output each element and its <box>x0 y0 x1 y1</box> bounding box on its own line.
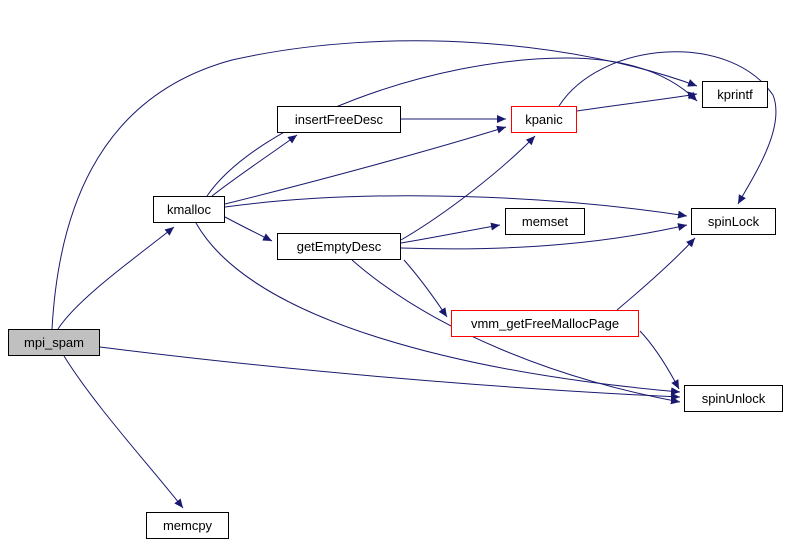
edge-getEmptyDesc-to-spinUnlock <box>351 259 681 405</box>
node-getEmptyDesc[interactable]: getEmptyDesc <box>277 233 401 260</box>
node-kprintf[interactable]: kprintf <box>702 81 768 108</box>
edge-kmalloc-to-insertFreeDesc <box>211 134 298 197</box>
edge-kmalloc-to-kprintf <box>206 57 698 197</box>
edge-getEmptyDesc-to-kpanic <box>400 135 536 241</box>
edge-getEmptyDesc-to-vmm_getFreeMallocPage <box>403 259 448 318</box>
node-spinUnlock[interactable]: spinUnlock <box>684 385 783 412</box>
edge-kpanic-to-kprintf <box>576 91 698 112</box>
node-vmm_getFreeMallocPage[interactable]: vmm_getFreeMallocPage <box>451 310 639 337</box>
edge-kmalloc-to-getEmptyDesc <box>224 216 273 242</box>
node-memcpy[interactable]: memcpy <box>146 512 229 539</box>
edge-vmm_getFreeMallocPage-to-spinUnlock <box>639 330 680 390</box>
edge-kmalloc-to-spinLock <box>224 195 688 219</box>
edge-getEmptyDesc-to-memset <box>400 222 501 244</box>
node-kmalloc[interactable]: kmalloc <box>153 196 225 223</box>
edge-vmm_getFreeMallocPage-to-spinLock <box>616 237 696 311</box>
edge-getEmptyDesc-to-spinLock <box>400 223 688 250</box>
edge-kmalloc-to-spinUnlock <box>195 222 681 396</box>
edge-mpi_spam-to-kprintf <box>51 40 698 330</box>
node-insertFreeDesc[interactable]: insertFreeDesc <box>277 106 401 133</box>
edge-kmalloc-to-kpanic <box>224 125 507 205</box>
node-spinLock[interactable]: spinLock <box>691 208 776 235</box>
node-mpi_spam: mpi_spam <box>8 329 100 356</box>
node-kpanic[interactable]: kpanic <box>511 106 577 133</box>
node-memset[interactable]: memset <box>505 208 585 235</box>
edge-mpi_spam-to-spinUnlock <box>99 346 681 401</box>
edge-mpi_spam-to-memcpy <box>63 355 184 509</box>
edge-mpi_spam-to-kmalloc <box>57 226 175 330</box>
edge-kpanic-to-spinLock <box>558 51 777 205</box>
